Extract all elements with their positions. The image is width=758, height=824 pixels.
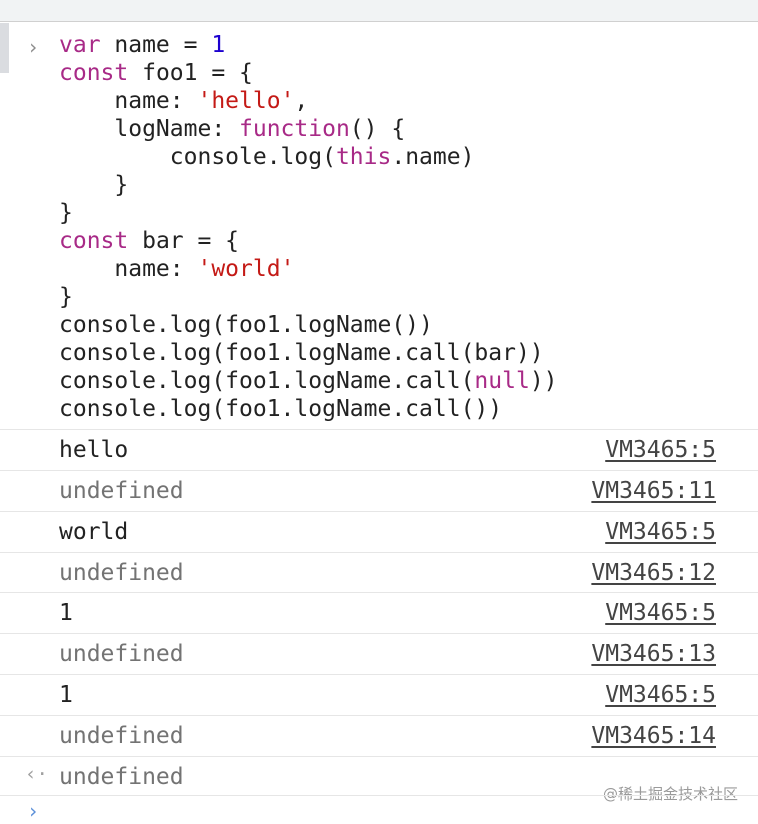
scrollbar-thumb[interactable] <box>0 23 9 73</box>
code-token: this <box>335 144 392 170</box>
log-message: undefined <box>59 641 184 667</box>
log-message: undefined <box>59 478 184 504</box>
log-message: world <box>59 519 129 545</box>
console-log-row: hello VM3465:5 <box>0 429 758 470</box>
code-token: const <box>59 228 129 254</box>
code-token: bar = { <box>128 228 240 254</box>
code-line: console.log(this.name) <box>59 143 558 171</box>
code-token: } <box>59 172 129 198</box>
code-token: 1 <box>211 32 226 58</box>
code-line: name: 'world' <box>59 255 558 283</box>
log-source-link[interactable]: VM3465:12 <box>591 560 716 586</box>
log-source-link[interactable]: VM3465:5 <box>605 519 716 545</box>
code-line: var name = 1 <box>59 31 558 59</box>
log-source-link[interactable]: VM3465:14 <box>591 723 716 749</box>
return-value-row: ‹· undefined <box>0 756 758 797</box>
code-token: const <box>59 60 129 86</box>
log-source-link[interactable]: VM3465:5 <box>605 600 716 626</box>
code-token: null <box>474 368 530 394</box>
code-line: const foo1 = { <box>59 59 558 87</box>
devtools-toolbar <box>0 0 758 22</box>
code-token: console.log(foo1.logName.call(bar)) <box>59 340 544 366</box>
code-token: console.log(foo1.logName.call( <box>59 368 475 394</box>
code-token: foo1 = { <box>128 60 253 86</box>
code-token: console.log(foo1.logName.call()) <box>59 396 503 422</box>
log-message: undefined <box>59 560 184 586</box>
log-message: hello <box>59 437 129 463</box>
console-prompt[interactable]: › <box>0 795 758 824</box>
code-token: )) <box>529 368 558 394</box>
code-token: } <box>59 284 73 310</box>
console-log-row: undefined VM3465:11 <box>0 470 758 511</box>
return-value: undefined <box>59 764 184 790</box>
code-token: name = <box>100 32 212 58</box>
code-line: } <box>59 171 558 199</box>
code-token: console.log( <box>59 144 336 170</box>
code-token: name: <box>59 256 198 282</box>
return-arrow-icon: ‹· <box>25 763 48 785</box>
code-token: console.log(foo1.logName()) <box>59 312 433 338</box>
code-line: logName: function() { <box>59 115 558 143</box>
code-token: logName: <box>59 116 240 142</box>
code-token: 'hello' <box>197 88 295 114</box>
chevron-right-icon: › <box>27 799 40 823</box>
code-token: name: <box>59 88 198 114</box>
console-log-row: 1 VM3465:5 <box>0 674 758 715</box>
console-log-row: undefined VM3465:12 <box>0 552 758 593</box>
code-line: } <box>59 199 558 227</box>
code-token: } <box>59 200 73 226</box>
code-line: console.log(foo1.logName()) <box>59 311 558 339</box>
code-line: console.log(foo1.logName.call(null)) <box>59 367 558 395</box>
code-token: () { <box>349 116 406 142</box>
code-line: name: 'hello', <box>59 87 558 115</box>
code-line: } <box>59 283 558 311</box>
watermark: @稀土掘金技术社区 <box>602 785 738 803</box>
code-line: const bar = { <box>59 227 558 255</box>
console-log-row: undefined VM3465:14 <box>0 715 758 756</box>
code-token: 'world' <box>197 256 295 282</box>
log-source-link[interactable]: VM3465:13 <box>591 641 716 667</box>
chevron-right-icon: › <box>27 35 40 59</box>
log-message: 1 <box>59 682 73 708</box>
log-source-link[interactable]: VM3465:5 <box>605 437 716 463</box>
log-message: undefined <box>59 723 184 749</box>
console-log-row: 1 VM3465:5 <box>0 592 758 633</box>
code-token: , <box>294 88 309 114</box>
code-token: .name) <box>391 144 475 170</box>
log-source-link[interactable]: VM3465:11 <box>591 478 716 504</box>
code-token: function <box>239 116 350 142</box>
log-message: 1 <box>59 600 73 626</box>
console-log-row: undefined VM3465:13 <box>0 633 758 674</box>
log-source-link[interactable]: VM3465:5 <box>605 682 716 708</box>
code-line: console.log(foo1.logName.call()) <box>59 395 558 423</box>
code-token: var <box>59 32 101 58</box>
console-log-row: world VM3465:5 <box>0 511 758 552</box>
code-line: console.log(foo1.logName.call(bar)) <box>59 339 558 367</box>
